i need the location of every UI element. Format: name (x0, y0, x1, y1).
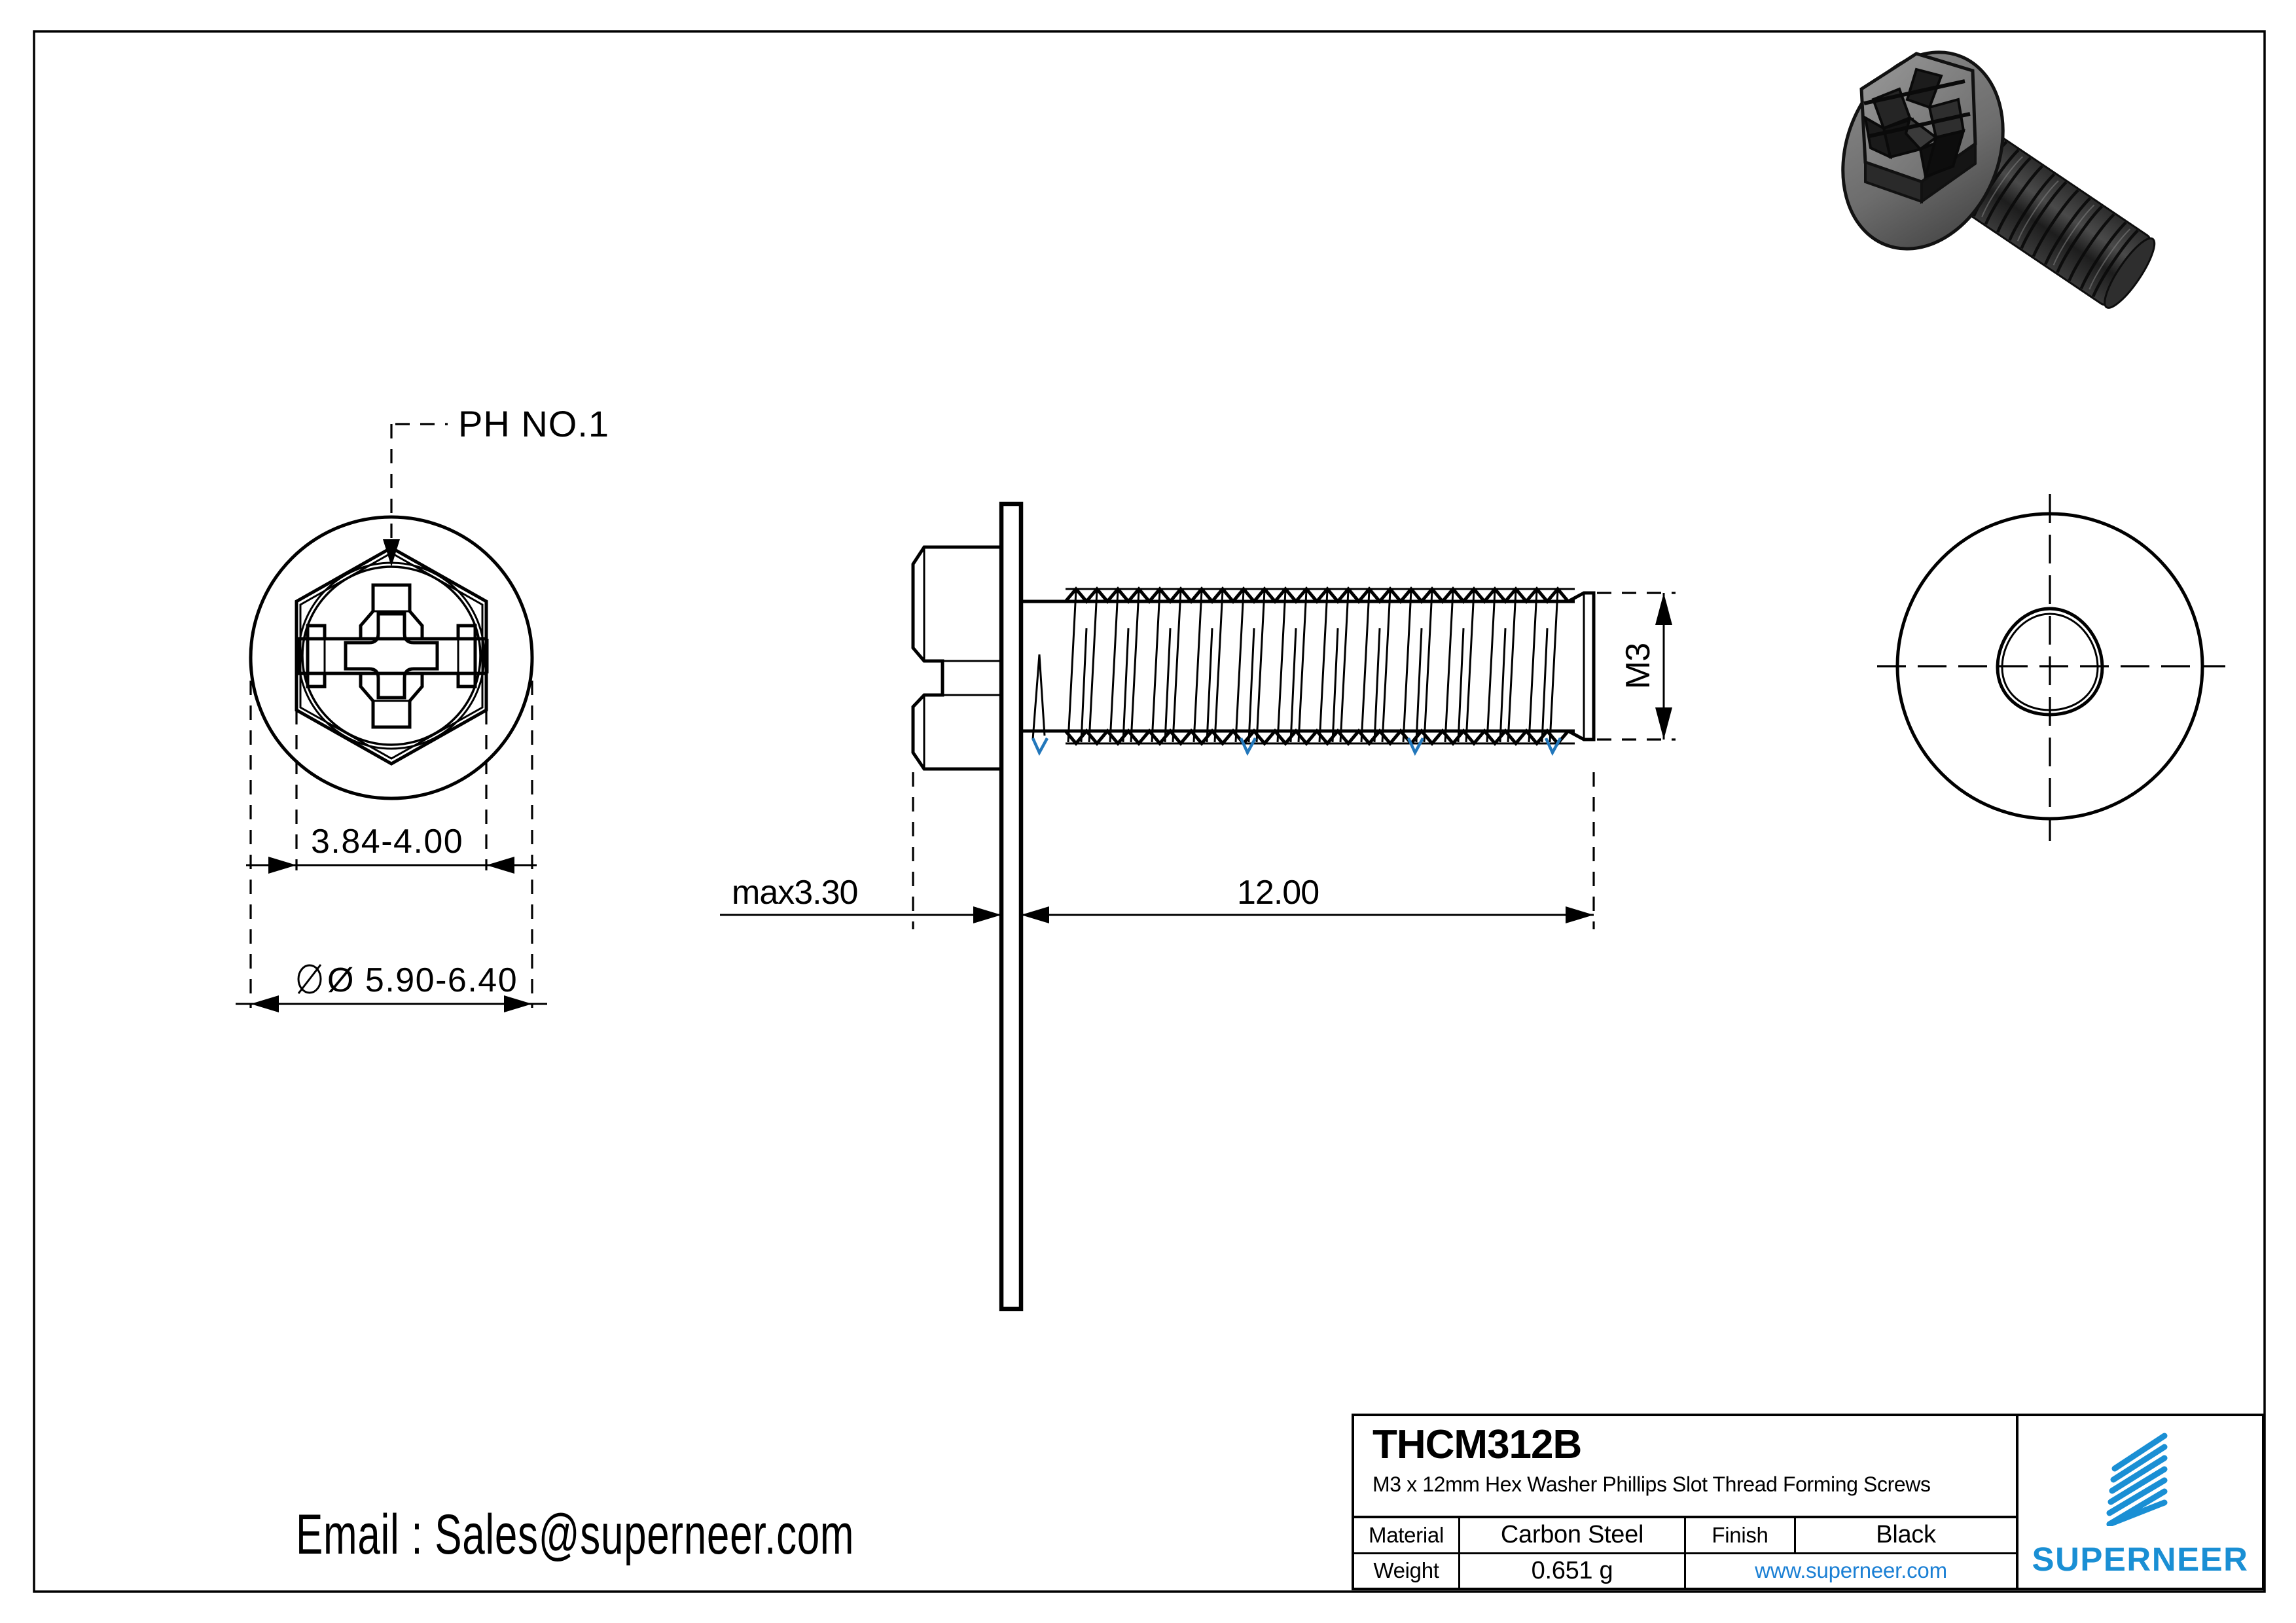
ph-leader-arrowhead (383, 539, 400, 567)
side-elevation-view: max3.30 12.00 M3 (720, 501, 1676, 1311)
blue-root-mark-4 (1544, 737, 1562, 757)
brand-wordmark: SUPERNEER (2032, 1541, 2249, 1578)
title-block-row-weight: Weight 0.651 g www.superneer.com (1354, 1554, 2016, 1588)
diagonal-bars-icon (2106, 1433, 2168, 1526)
point-end-view (1877, 494, 2225, 841)
phillips-outer-profile (306, 583, 477, 729)
hex-outline (295, 546, 488, 766)
recess-circle-outer (297, 562, 486, 750)
material-label: Material (1354, 1518, 1460, 1552)
head-end-view: PH NO.1 3.84-4.00 Ø 5.90-6.40 (236, 403, 609, 1012)
dim-arrow-m3-bottom (1655, 707, 1672, 740)
title-block-header: THCM312B M3 x 12mm Hex Washer Phillips S… (1354, 1416, 2016, 1518)
hex-inner-outline (299, 552, 484, 760)
finish-value: Black (1876, 1521, 1936, 1549)
washer-flange (999, 501, 1024, 1311)
blue-root-mark-3 (1407, 737, 1424, 757)
brand-logo-panel: SUPERNEER (2018, 1416, 2262, 1588)
shank-end-face (1567, 591, 1596, 741)
email-contact-line: Email : Sales@superneer.com (296, 1503, 855, 1566)
weight-label: Weight (1354, 1554, 1460, 1588)
slot-band-3d (1863, 79, 1965, 105)
dim-text-thread-length: 12.00 (1237, 874, 1319, 912)
slot-band2-3d (1869, 112, 1971, 138)
drawing-border (33, 30, 2266, 1593)
title-block-main: THCM312B M3 x 12mm Hex Washer Phillips S… (1354, 1416, 2018, 1588)
phillips-inner-cross (344, 612, 439, 700)
screw-3d-render-icon (1841, 50, 2156, 309)
part-description: M3 x 12mm Hex Washer Phillips Slot Threa… (1372, 1472, 1931, 1496)
material-value: Carbon Steel (1460, 1518, 1686, 1552)
dim-arrow-thread-left (1021, 906, 1049, 923)
hex-head-side2-3d (1920, 141, 1977, 204)
dim-arrow-dia-right (504, 995, 532, 1012)
blue-root-mark-1 (1031, 737, 1049, 757)
recess-circle (301, 565, 482, 746)
part-number: THCM312B (1372, 1422, 1582, 1467)
dim-text-dia: Ø 5.90-6.40 (327, 961, 518, 999)
screw-3d-render (1801, 26, 2259, 321)
diameter-symbol-icon (297, 964, 322, 994)
dim-text-head-height: max3.30 (732, 874, 857, 912)
dim-arrow-head-height (973, 906, 1001, 923)
hex-head-profile (911, 545, 1003, 771)
finish-label: Finish (1686, 1518, 1796, 1552)
dim-arrow-dia-left (251, 995, 279, 1012)
dim-arrow-m3-top (1655, 593, 1672, 625)
blue-root-mark-2 (1239, 737, 1257, 757)
washer-outer-circle (249, 515, 534, 800)
title-block-row-material: Material Carbon Steel Finish Black (1354, 1518, 2016, 1554)
dim-text-hex: 3.84-4.00 (311, 823, 463, 861)
dim-text-m3: M3 (1619, 643, 1657, 689)
title-block: THCM312B M3 x 12mm Hex Washer Phillips S… (1352, 1414, 2265, 1590)
weight-value: 0.651 g (1460, 1554, 1686, 1588)
thread-profile-group (1031, 586, 1570, 746)
dim-arrow-hex-right (486, 857, 514, 874)
dim-arrow-hex-left (268, 857, 296, 874)
website-url[interactable]: www.superneer.com (1755, 1558, 1947, 1583)
ph-leader-label: PH NO.1 (458, 403, 609, 444)
ph-leader-vertical (390, 423, 395, 563)
dim-arrow-thread-right (1566, 906, 1594, 923)
